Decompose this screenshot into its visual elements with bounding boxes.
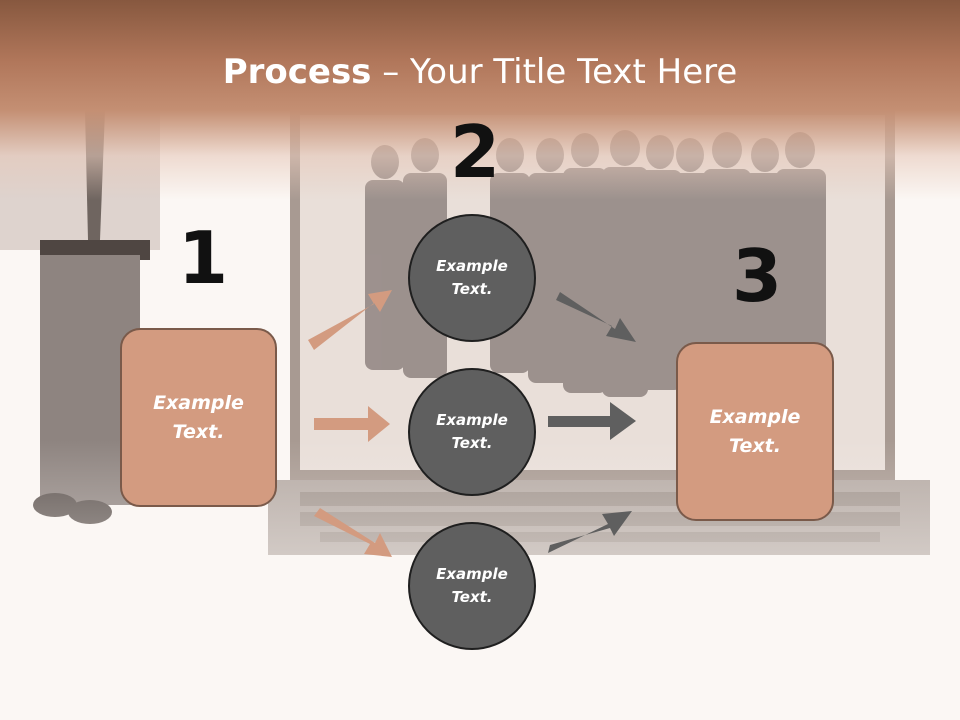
step-number-3: 3 [732, 234, 783, 318]
circle-top: Example Text. [408, 214, 536, 342]
title-rest: – Your Title Text Here [371, 52, 738, 92]
left-box-line1: Example [153, 391, 244, 414]
circle-top-line1: Example [436, 257, 508, 275]
step-number-2: 2 [450, 110, 501, 194]
circle-top-line2: Text. [451, 280, 493, 298]
left-box: Example Text. [120, 328, 277, 507]
title-bold: Process [222, 52, 372, 92]
circle-bottom: Example Text. [408, 522, 536, 650]
circle-bottom-line1: Example [436, 565, 508, 583]
right-box-line2: Text. [729, 434, 781, 457]
slide-title: Process – Your Title Text Here [0, 52, 960, 92]
header-band [0, 0, 960, 200]
right-box: Example Text. [676, 342, 834, 521]
circle-middle: Example Text. [408, 368, 536, 496]
step-number-1: 1 [178, 216, 229, 300]
right-box-line1: Example [709, 405, 801, 428]
circle-bottom-line2: Text. [451, 588, 493, 606]
circle-middle-line1: Example [436, 411, 508, 429]
circle-middle-line2: Text. [451, 434, 493, 452]
left-box-line2: Text. [172, 420, 225, 443]
